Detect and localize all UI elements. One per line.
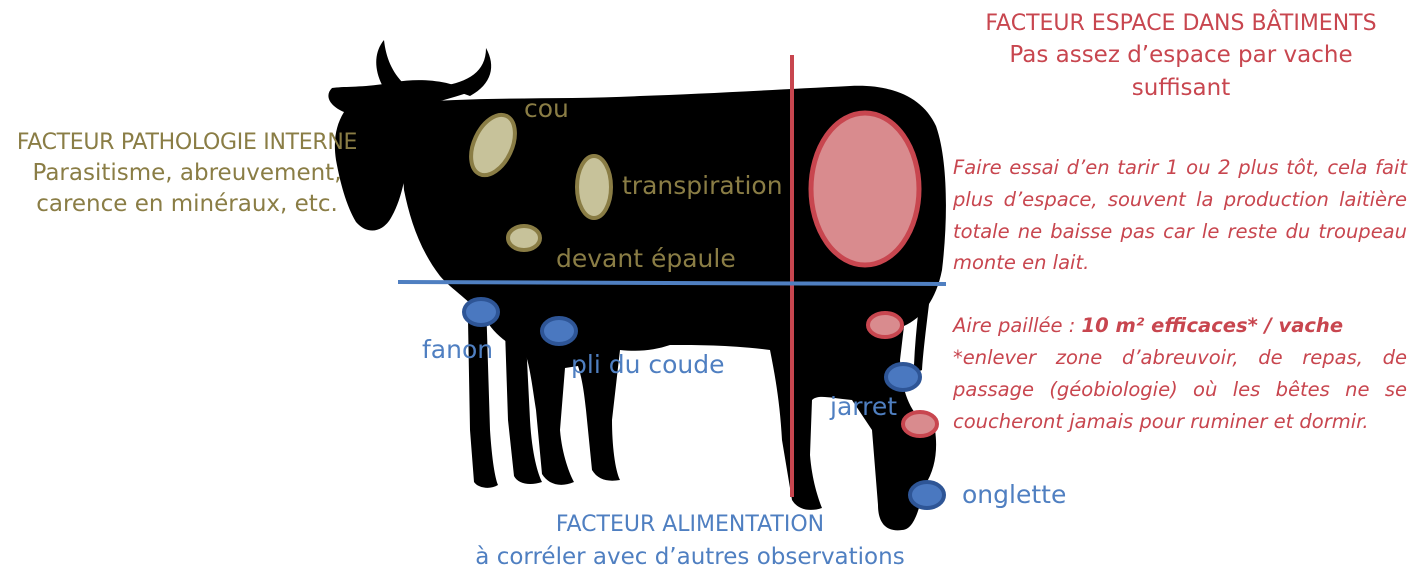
pathologie-line2: carence en minéraux, etc. [8,189,366,220]
label-cou: cou [524,94,569,123]
alimentation-title: FACTEUR ALIMENTATION [420,510,960,541]
label-onglette: onglette [962,480,1066,509]
horizontal-divider [398,282,946,284]
espace-marker [811,113,919,265]
espace-note2-prefix: Aire paillée : [953,314,1082,337]
espace-note-3: *enlever zone d’abreuvoir, de repas, de … [953,342,1407,437]
espace-line2: suffisant [960,72,1402,105]
label-jarret: jarret [830,392,897,421]
devant-epaule-marker [508,226,540,250]
espace-block: FACTEUR ESPACE DANS BÂTIMENTS Pas assez … [960,8,1402,105]
alimentation-line1: à corréler avec d’autres observations [420,541,960,573]
espace-title: FACTEUR ESPACE DANS BÂTIMENTS [960,8,1402,39]
pathologie-line1: Parasitisme, abreuvement, [8,158,366,189]
onglette-marker [910,482,944,508]
jarret-red-marker-lower [903,412,937,436]
fanon-marker [464,299,498,325]
pathologie-title: FACTEUR PATHOLOGIE INTERNE [8,128,366,158]
espace-note2-bold: 10 m² efficaces* / vache [1082,314,1344,337]
jarret-red-marker-upper [868,313,902,337]
pli-du-coude-marker [542,318,576,344]
espace-note-1: Faire essai d’en tarir 1 ou 2 plus tôt, … [953,152,1407,279]
label-devant-epaule: devant épaule [556,244,736,273]
label-pli-du-coude: pli du coude [571,350,725,379]
pathologie-block: FACTEUR PATHOLOGIE INTERNE Parasitisme, … [8,128,366,220]
label-transpiration: transpiration [622,171,783,200]
label-fanon: fanon [422,335,493,364]
espace-line1: Pas assez d’espace par vache [960,39,1402,72]
jarret-marker [886,364,920,390]
transpiration-marker [577,156,611,218]
alimentation-block: FACTEUR ALIMENTATION à corréler avec d’a… [420,510,960,573]
espace-note-2: Aire paillée : 10 m² efficaces* / vache [953,310,1407,342]
